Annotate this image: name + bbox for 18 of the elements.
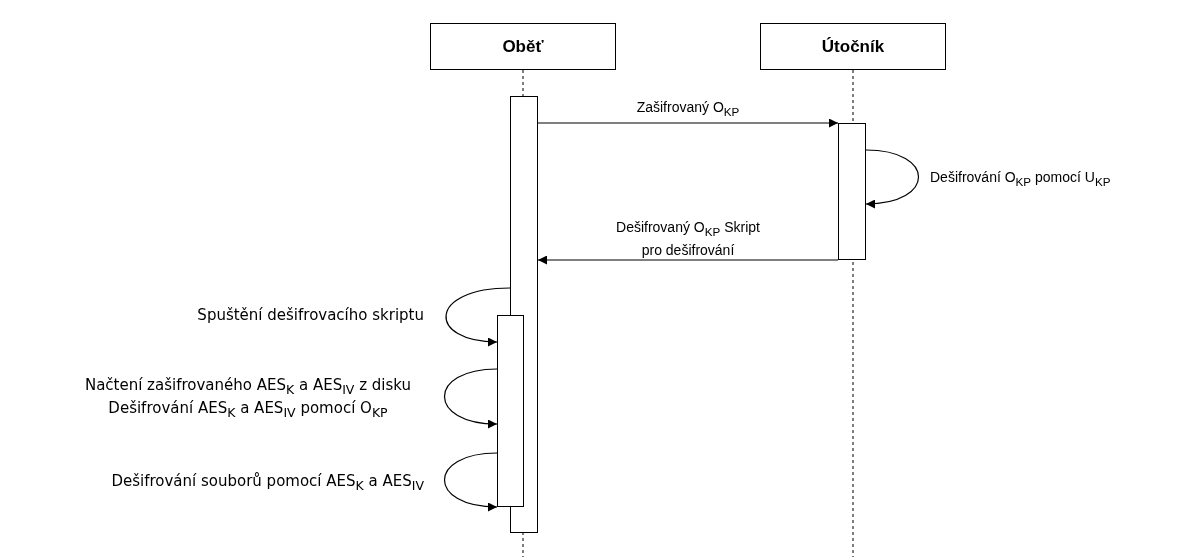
- participant-box: [430, 23, 616, 70]
- activation-bar: [497, 315, 524, 507]
- message-arrow: [537, 118, 839, 128]
- participant-box: [760, 23, 946, 70]
- message-label: Načtení zašifrovaného AES$_{K}$ a AES$_{IV}$ z disku Dešifrování AES$_{K}$ a AES$_{IV}$ pomocí O$_{KP}$: [83, 376, 413, 422]
- participant-name: Útočník: [821, 36, 885, 57]
- message-label: Spuštění dešifrovacího skriptu: [196, 306, 424, 325]
- self-message-arrow: [445, 287, 511, 346]
- participant-name: Oběť: [502, 36, 544, 57]
- activation-bar: [838, 123, 866, 260]
- message-label: Zašifrovaný O$_{KP}$: [635, 98, 741, 120]
- message-label: Dešifrování O$_{KP}$ pomocí U$_{KP}$: [930, 168, 1112, 190]
- message-label: Dešifrovaný O$_{KP}$ Skript pro dešifrování: [616, 218, 760, 260]
- message-label: Dešifrování souborů pomocí AES$_{K}$ a AES$_{IV}$: [110, 472, 424, 495]
- self-message-arrow: [443, 368, 498, 428]
- self-message-arrow: [443, 452, 498, 511]
- self-message-arrow: [865, 149, 920, 208]
- message-arrow: [537, 255, 839, 265]
